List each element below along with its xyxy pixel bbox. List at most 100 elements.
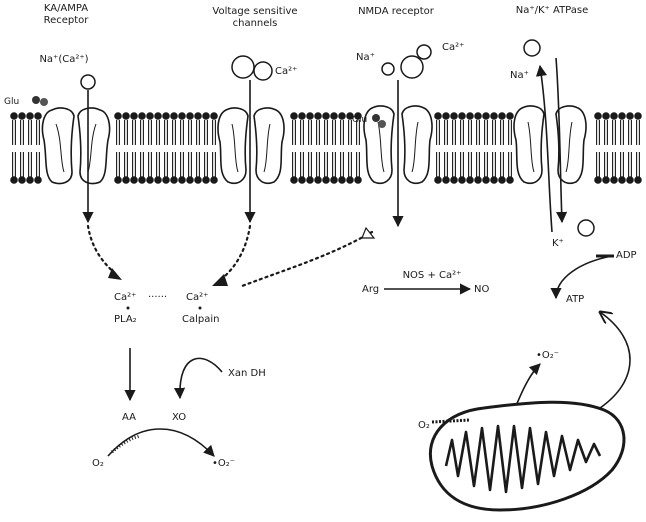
ca-right-label: Ca²⁺ (186, 292, 208, 303)
lipid-head (467, 177, 474, 184)
lipid-head (459, 113, 466, 120)
o2-into-mito-arrow (432, 420, 470, 422)
lipid-head (451, 177, 458, 184)
lipid-head (203, 177, 210, 184)
superoxide-left-label: •O₂⁻ (212, 458, 235, 469)
lipid-head (299, 177, 306, 184)
lipid-head (307, 177, 314, 184)
glutamate-molecule (40, 98, 48, 106)
lipid-head (211, 177, 218, 184)
ka-ampa-channel (42, 108, 109, 184)
ion-sphere (382, 63, 394, 75)
glutamate-molecule (372, 114, 380, 122)
lipid-head (435, 113, 442, 120)
lipid-head (347, 177, 354, 184)
ampa-dotted-arrow (88, 226, 118, 276)
lipid-head (123, 113, 130, 120)
adp-to-atp-arrow (556, 256, 612, 298)
lipid-head (635, 177, 642, 184)
lipid-head (307, 113, 314, 120)
lipid-head (187, 177, 194, 184)
ca-vsc-label: Ca²⁺ (275, 66, 297, 77)
lipid-head (155, 113, 162, 120)
atp-label: ATP (566, 294, 584, 305)
vsc-label-line2: channels (233, 18, 278, 29)
lipid-head (11, 113, 18, 120)
lipid-head (123, 177, 130, 184)
ka-ampa-label-line1: KA/AMPA (44, 3, 88, 14)
lipid-head (323, 177, 330, 184)
glutamate-molecule (378, 120, 386, 128)
nmda-dotted-arrow (242, 232, 372, 286)
glu-label-left: Glu (4, 97, 19, 107)
lipid-head (155, 177, 162, 184)
dot-marker (199, 307, 202, 310)
lipid-head (147, 177, 154, 184)
lipid-head (603, 177, 610, 184)
lipid-head (35, 113, 42, 120)
lipid-head (187, 113, 194, 120)
lipid-head (459, 177, 466, 184)
o2-arc-hatch (112, 436, 140, 452)
lipid-head (339, 177, 346, 184)
lipid-head (291, 177, 298, 184)
lipid-head (627, 177, 634, 184)
o2-left-label: O₂ (92, 458, 104, 469)
ion-sphere (401, 56, 423, 78)
lipid-head (443, 113, 450, 120)
superoxide-mito-label: •O₂⁻ (536, 350, 559, 361)
ca-nmda-label: Ca²⁺ (442, 42, 464, 53)
vsc-label-line1: Voltage sensitive (212, 6, 297, 17)
aa-label: AA (122, 412, 136, 423)
lipid-head (435, 177, 442, 184)
calpain-label: Calpain (182, 314, 219, 325)
lipid-head (619, 113, 626, 120)
lipid-head (27, 113, 34, 120)
lipid-head (475, 177, 482, 184)
lipid-head (171, 113, 178, 120)
lipid-head (595, 177, 602, 184)
lipid-head (611, 177, 618, 184)
voltage-sensitive-channel (218, 108, 284, 183)
ion-sphere (417, 45, 431, 59)
ca-left-label: Ca²⁺ (114, 292, 136, 303)
dotted-connector: ······ (148, 292, 167, 303)
lipid-head (147, 113, 154, 120)
lipid-head (163, 177, 170, 184)
lipid-head (619, 177, 626, 184)
o2-to-superoxide-arc (108, 429, 214, 456)
xo-label: XO (172, 412, 186, 423)
lipid-head (315, 177, 322, 184)
lipid-head (491, 113, 498, 120)
lipid-head (211, 113, 218, 120)
arg-label: Arg (362, 284, 379, 295)
lipid-head (19, 113, 26, 120)
lipid-head (19, 177, 26, 184)
no-label: NO (474, 284, 489, 295)
mito-to-atp-arrow (600, 312, 630, 408)
lipid-head (35, 177, 42, 184)
lipid-head (331, 113, 338, 120)
lipid-head (131, 177, 138, 184)
lipid-head (115, 177, 122, 184)
lipid-head (635, 113, 642, 120)
glu-nmda-label: Glu (352, 115, 367, 125)
lipid-head (11, 177, 18, 184)
lipid-head (507, 113, 514, 120)
vsc-dotted-arrow (218, 226, 250, 282)
glutamate-molecule (32, 96, 40, 104)
atpase-label: Na⁺/K⁺ ATPase (516, 5, 589, 16)
lipid-head (171, 177, 178, 184)
na-k-atpase-channel (514, 106, 586, 183)
o2-mito-label: O₂ (418, 420, 430, 431)
dot-marker (127, 307, 130, 310)
lipid-head (195, 177, 202, 184)
lipid-head (179, 177, 186, 184)
lipid-head (355, 177, 362, 184)
mitochondrion (430, 402, 624, 510)
xan-dh-to-xo-arrow (180, 358, 222, 398)
lipid-head (339, 113, 346, 120)
ion-sphere (232, 56, 254, 78)
nos-label: NOS + Ca²⁺ (403, 270, 462, 281)
